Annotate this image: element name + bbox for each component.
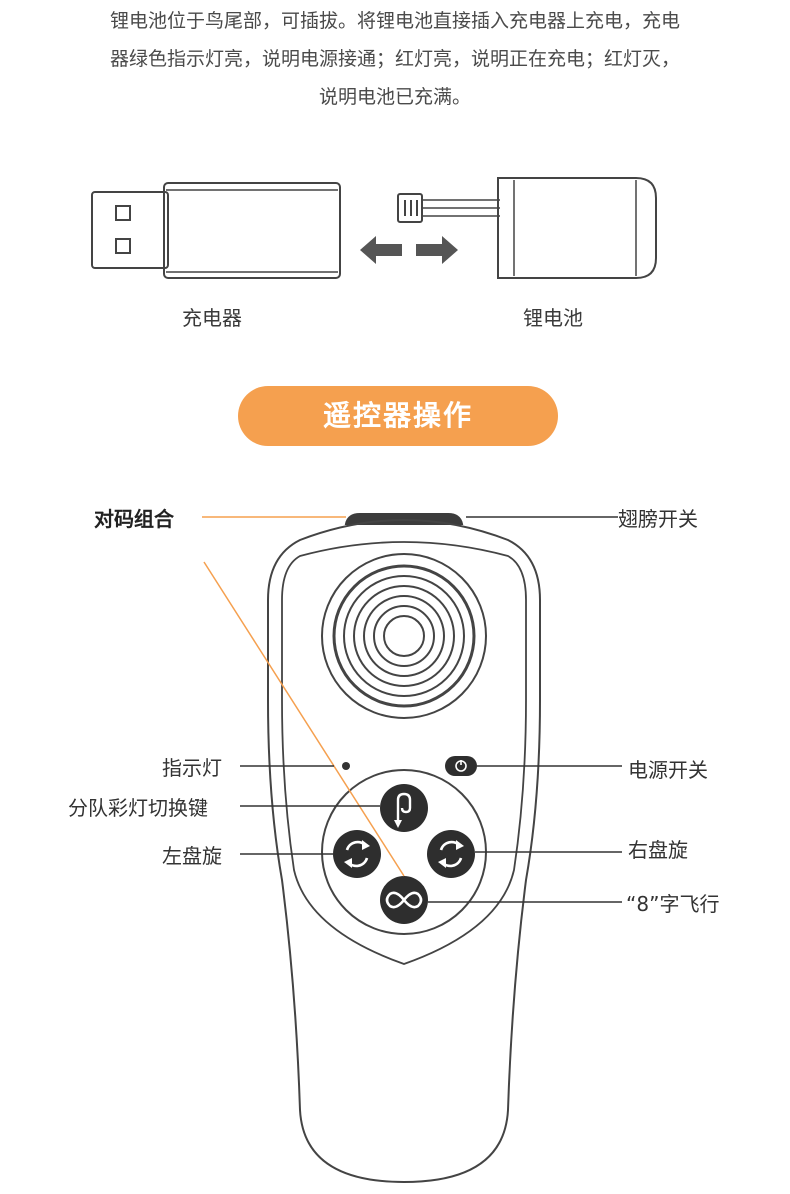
charger-illustration <box>91 182 341 279</box>
figure8-button[interactable] <box>380 876 428 924</box>
power-switch-button[interactable] <box>445 756 477 776</box>
power-switch-label: 电源开关 <box>628 758 708 782</box>
loop-arrow-icon <box>396 792 412 822</box>
wing-switch-label: 翅膀开关 <box>618 507 698 531</box>
right-spin-button[interactable] <box>427 830 475 878</box>
intro-paragraph: 锂电池位于鸟尾部，可插拔。将锂电池直接插入充电器上充电，充电 器绿色指示灯亮，说… <box>0 2 790 116</box>
intro-line-1: 锂电池位于鸟尾部，可插拔。将锂电池直接插入充电器上充电，充电 <box>109 10 680 32</box>
battery-illustration <box>397 177 657 279</box>
charger-label: 充电器 <box>182 306 242 330</box>
left-spin-button[interactable] <box>333 830 381 878</box>
team-light-switch-label: 分队彩灯切换键 <box>68 796 208 820</box>
team-light-switch-button[interactable] <box>380 784 428 832</box>
indicator-light <box>342 762 350 770</box>
intro-line-2: 器绿色指示灯亮，说明电源接通；红灯亮，说明正在充电；红灯灭， <box>109 48 680 70</box>
indicator-label: 指示灯 <box>162 756 222 780</box>
left-spin-label: 左盘旋 <box>162 844 222 868</box>
insert-arrows-icon <box>360 236 458 264</box>
remote-illustration <box>267 513 541 1184</box>
right-spin-label: 右盘旋 <box>628 838 688 862</box>
pairing-label: 对码组合 <box>94 507 174 531</box>
battery-label: 锂电池 <box>523 306 583 330</box>
intro-line-3: 说明电池已充满。 <box>318 86 471 108</box>
infinity-icon <box>385 891 423 909</box>
section-title: 遥控器操作 <box>238 386 558 446</box>
pairing-callout-diagonal <box>203 561 405 877</box>
figure8-label: “8”字飞行 <box>626 892 720 916</box>
